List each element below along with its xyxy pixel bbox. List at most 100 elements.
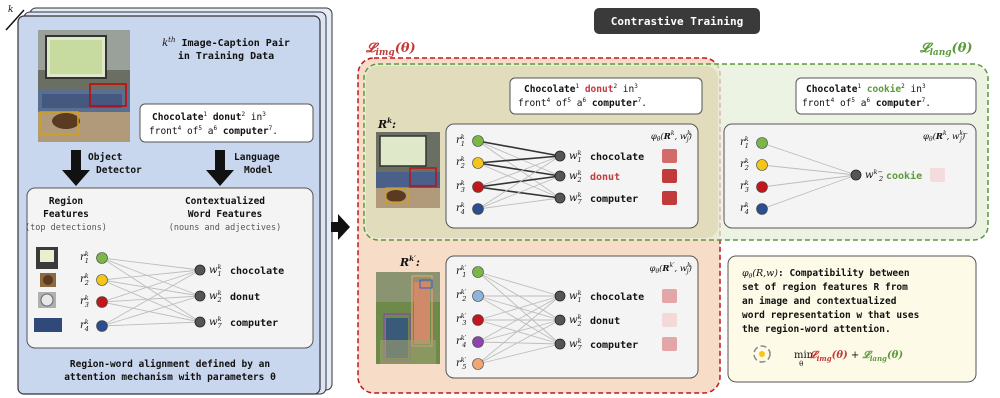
region-node	[756, 137, 768, 149]
contrastive-title-badge: Contrastive Training	[594, 8, 760, 34]
language-model-label-1: Language	[234, 152, 280, 163]
region-node	[756, 159, 768, 171]
word-node	[554, 290, 566, 302]
region-label: rk′1	[456, 264, 467, 279]
attention-edge	[477, 271, 561, 297]
positive-caption-box: Chocolate1 donut2 in3 front4 of5 a6 comp…	[509, 77, 703, 115]
word-features-title-1: Contextualized	[185, 196, 265, 207]
attention-edge	[101, 321, 201, 327]
attention-edge	[101, 269, 201, 281]
score-box	[662, 191, 677, 205]
caption-box: Chocolate1 donut2 in3 front4 of5 a6 comp…	[139, 103, 314, 143]
word-node	[194, 290, 206, 302]
positive-caption-line2: front4 of5 a6 computer7.	[518, 97, 647, 109]
definition-line-5: the region-word attention.	[742, 324, 891, 335]
attention-edge	[101, 257, 201, 297]
training-image	[38, 30, 130, 142]
optimize-cycle-icon	[753, 345, 771, 363]
attention-edge	[101, 269, 201, 327]
detector-arrow	[62, 150, 90, 186]
attention-edge	[477, 319, 561, 345]
definition-line-3: an image and contextualized	[742, 296, 897, 307]
attention-edge	[477, 197, 561, 210]
negative-caption-line1: Chocolate1 cookie2 in3	[806, 83, 926, 95]
attention-edge	[761, 142, 857, 176]
attention-edge	[761, 174, 857, 210]
attention-edge	[477, 341, 561, 345]
word-node	[554, 192, 566, 204]
definition-box: φθ(R,w): Compatibility between set of re…	[727, 255, 977, 383]
region-node	[472, 314, 484, 326]
positive-image: Rk:	[376, 116, 440, 208]
region-label: rk′4	[456, 334, 467, 349]
region-node	[96, 252, 108, 264]
region-node	[756, 181, 768, 193]
score-box	[662, 169, 677, 183]
word-features-sub: (nouns and adjectives)	[169, 223, 282, 233]
region-node	[472, 157, 484, 169]
region-features-title-1: Region	[49, 196, 83, 207]
region-node	[472, 181, 484, 193]
caption-line2: front4 of5 a6 computer7.	[149, 125, 278, 137]
region-node	[472, 266, 484, 278]
flow-arrow	[331, 214, 350, 240]
word-text: chocolate	[590, 292, 644, 303]
word-node	[554, 170, 566, 182]
pair-title-line1: kth Image-Caption Pair	[162, 36, 290, 49]
positive-label: Rk:	[377, 116, 396, 131]
negative-caption-box: Chocolate1 cookie2 in3 front4 of5 a6 com…	[795, 77, 977, 115]
contrastive-title: Contrastive Training	[611, 15, 743, 28]
attention-edge	[477, 295, 561, 365]
region-node	[756, 203, 768, 215]
attention-edge	[477, 140, 561, 177]
word-text: donut	[230, 292, 260, 303]
attention-edge	[101, 301, 201, 323]
attention-edge	[101, 257, 201, 271]
definition-line-1: φθ(R,w): Compatibility between	[742, 268, 910, 280]
region-node	[96, 296, 108, 308]
word-node	[194, 264, 206, 276]
attention-edge	[101, 279, 201, 297]
negative-image: Rk′:	[376, 254, 440, 364]
word-text: donut	[590, 316, 620, 327]
region-node	[96, 274, 108, 286]
lang-negative-phi-label: φθ(Rk, wk−j)	[923, 130, 968, 143]
attention-edge	[477, 319, 561, 343]
definition-line-4: word representation w that uses	[742, 310, 919, 321]
attention-edge	[477, 155, 561, 210]
attention-edge	[101, 269, 201, 303]
object-detector-label-1: Object	[88, 152, 122, 163]
attention-edge	[477, 140, 561, 157]
language-model-label-2: Model	[244, 165, 273, 176]
definition-line-2: set of region features R from	[742, 282, 908, 293]
word-node	[554, 150, 566, 162]
negative-caption-line2: front4 of5 a6 computer7.	[802, 97, 931, 109]
region-node	[96, 320, 108, 332]
region-features-sub: (top detections)	[25, 223, 107, 233]
word-features-title-2: Word Features	[188, 209, 262, 220]
object-detector-label-2: Detector	[96, 165, 142, 176]
region-label: rk′2	[456, 288, 467, 303]
